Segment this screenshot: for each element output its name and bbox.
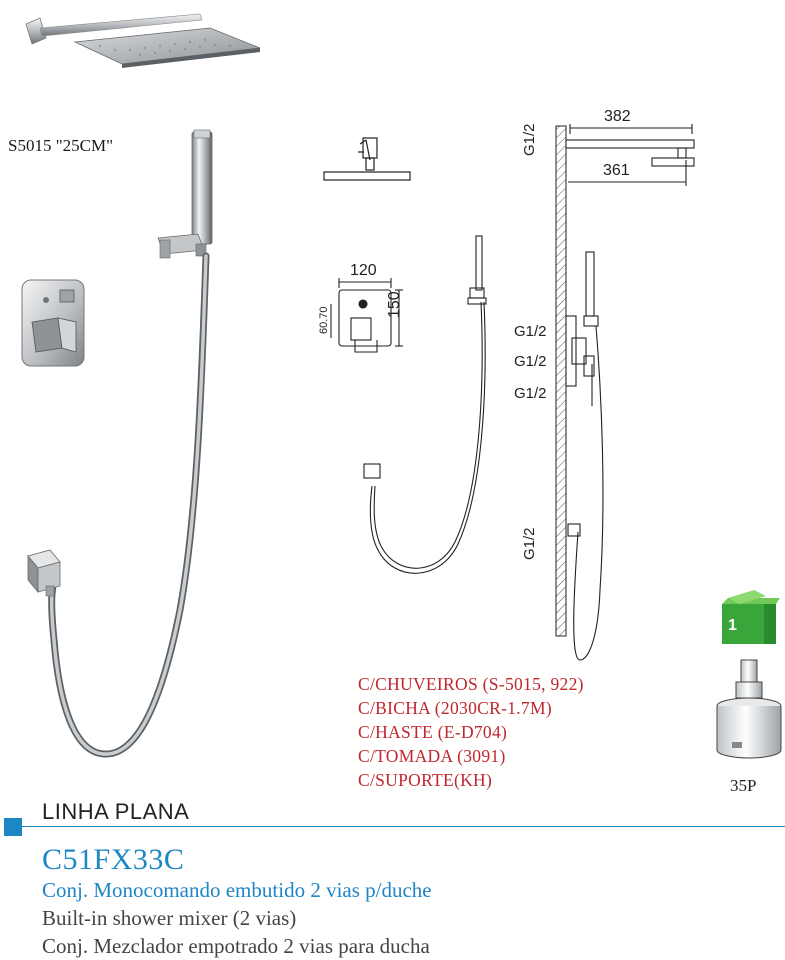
thread-label-top: G1/2 xyxy=(521,123,538,156)
product-line-name: LINHA PLANA xyxy=(42,799,190,824)
cartridge-label: 35P xyxy=(730,776,757,795)
hand-shower-photo xyxy=(157,129,213,259)
component-item-5: C/SUPORTE(KH) xyxy=(358,770,493,790)
wall-outlet-photo xyxy=(27,549,61,597)
package-box-icon xyxy=(722,590,780,644)
hand-shower-hose-drawing xyxy=(363,235,487,574)
component-item-4: C/TOMADA (3091) xyxy=(358,746,506,766)
component-item-2: C/BICHA (2030CR-1.7M) xyxy=(358,698,552,718)
box-badge-number: 1 xyxy=(728,617,737,634)
description-en: Built-in shower mixer (2 vias) xyxy=(42,906,297,930)
flexible-hose-photo xyxy=(48,252,210,758)
side-elevation-drawing: G1/2 G1/2 G1/2 G1/2 G1/2 xyxy=(514,123,695,661)
section-marker xyxy=(4,818,22,836)
mixer-front-drawing xyxy=(330,278,403,353)
section-divider xyxy=(22,826,785,827)
description-pt: Conj. Monocomando embutido 2 vias p/duch… xyxy=(42,878,432,902)
model-label: S5015 "25CM" xyxy=(8,136,114,155)
mixer-width-dim: 120 xyxy=(350,262,377,279)
description-es: Conj. Mezclador empotrado 2 vias para du… xyxy=(42,934,430,958)
product-code: C51FX33C xyxy=(42,843,185,876)
arm-top-dim: 382 xyxy=(604,108,631,125)
shower-head-drawing xyxy=(323,137,411,181)
rain-shower-head-photo xyxy=(25,13,261,68)
component-item-3: C/HASTE (E-D704) xyxy=(358,722,508,742)
thread-label-2: G1/2 xyxy=(514,353,547,370)
arm-length-dim: 361 xyxy=(603,162,630,179)
thread-label-3: G1/2 xyxy=(514,385,547,402)
thread-label-1: G1/2 xyxy=(514,323,547,340)
cartridge-icon xyxy=(716,659,782,759)
thread-label-bottom: G1/2 xyxy=(521,527,538,560)
wall-mixer-photo xyxy=(21,279,85,367)
component-item-1: C/CHUVEIROS (S-5015, 922) xyxy=(358,674,584,694)
